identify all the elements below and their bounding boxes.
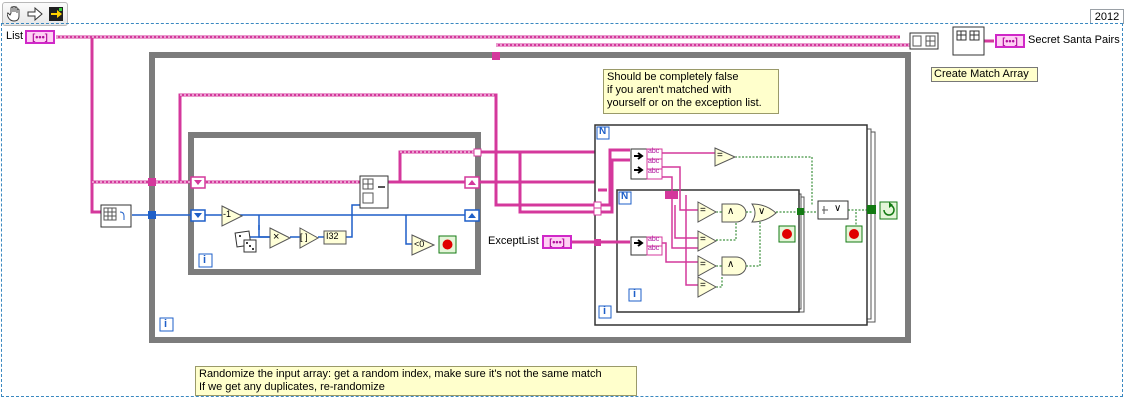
to-i32-node bbox=[323, 230, 347, 245]
outer-iteration-terminal bbox=[159, 317, 174, 332]
for-iteration-terminal-outer bbox=[598, 305, 612, 319]
or-label: ∨ bbox=[758, 206, 766, 217]
for-tunnel-2 bbox=[593, 207, 602, 216]
and-1-label: ∧ bbox=[727, 206, 735, 217]
or-array-elements-node bbox=[817, 200, 849, 220]
secret-santa-pairs-label: Secret Santa Pairs bbox=[1028, 34, 1120, 46]
for-iteration-label-outer: i bbox=[603, 305, 607, 317]
match-check-comment-line1: Should be completely false bbox=[607, 71, 739, 83]
round-label: [ ] bbox=[300, 232, 308, 242]
except-list-label: ExceptList bbox=[488, 235, 539, 247]
for-iteration-label-inner: i bbox=[633, 288, 637, 300]
outer-while-loop bbox=[149, 52, 911, 343]
multiply-node bbox=[269, 227, 292, 249]
equal-4-label: = bbox=[700, 280, 706, 291]
inner-out-tunnel bbox=[473, 148, 482, 157]
equal-node-1 bbox=[697, 201, 718, 223]
multiply-label: × bbox=[273, 231, 280, 243]
string-label-2: abc bbox=[648, 158, 660, 165]
inner-iteration-label: i bbox=[203, 254, 207, 266]
list-label: List bbox=[6, 30, 24, 42]
match-check-comment-line2: if you aren't matched with bbox=[607, 84, 732, 96]
secret-santa-pairs-terminal[interactable]: [•••] bbox=[995, 34, 1025, 48]
search-array-node bbox=[359, 175, 389, 209]
inner-for-tunnel bbox=[665, 191, 678, 199]
shift-register-left-string bbox=[190, 176, 206, 189]
equal-node-top bbox=[714, 147, 737, 167]
inner-while-loop bbox=[188, 132, 481, 275]
match-check-comment: Should be completely false if you aren't… bbox=[603, 69, 779, 114]
shift-register-right-num bbox=[464, 209, 480, 222]
equal-node-3 bbox=[697, 255, 718, 277]
equal-top-label: = bbox=[717, 150, 723, 161]
outer-for-bool-tunnel bbox=[867, 205, 876, 214]
randomize-comment-line1: Randomize the input array: get a random … bbox=[199, 368, 602, 380]
shift-register-right-string bbox=[464, 176, 480, 189]
string-label-1: abc bbox=[648, 148, 660, 155]
equal-2-label: = bbox=[700, 234, 706, 245]
equal-node-2 bbox=[697, 230, 718, 252]
for-count-terminal-outer bbox=[596, 126, 610, 140]
or-node bbox=[751, 203, 777, 223]
inner-iteration-terminal bbox=[198, 253, 213, 268]
outer-list-tunnel bbox=[492, 52, 500, 60]
and-node-2 bbox=[721, 256, 747, 276]
less-than-zero-label: <0 bbox=[414, 239, 425, 249]
to-i32-label: I32 bbox=[326, 231, 339, 241]
for-iteration-terminal-inner bbox=[628, 288, 642, 302]
equal-3-label: = bbox=[700, 259, 706, 270]
outer-for-stop-icon[interactable] bbox=[845, 225, 863, 243]
inner-for-bool-tunnel bbox=[797, 208, 804, 215]
decrement-node bbox=[221, 205, 244, 227]
block-diagram-frame bbox=[1, 23, 1123, 397]
for-count-label-inner: N bbox=[621, 191, 629, 202]
shift-register-left-num bbox=[190, 209, 206, 222]
outer-loop-condition-icon[interactable] bbox=[879, 201, 898, 220]
diagram-label-year: 2012 bbox=[1090, 9, 1124, 24]
randomize-comment-line2: If we get any duplicates, re-randomize bbox=[199, 381, 385, 393]
hand-icon[interactable] bbox=[5, 5, 23, 23]
arrow-right-icon[interactable] bbox=[26, 5, 44, 23]
numeric-wires bbox=[132, 204, 470, 245]
index-tunnel bbox=[148, 211, 156, 219]
for-count-terminal-inner bbox=[618, 191, 632, 205]
except-list-terminal[interactable]: [•••] bbox=[542, 235, 572, 249]
less-than-zero-node bbox=[411, 234, 436, 256]
round-node bbox=[299, 227, 320, 249]
list-tunnel bbox=[148, 178, 156, 186]
inner-for-stop-icon[interactable] bbox=[778, 225, 796, 243]
or-array-label: ∨ bbox=[834, 203, 842, 214]
index-array-node-except bbox=[630, 236, 663, 256]
list-terminal[interactable]: [•••] bbox=[25, 30, 55, 44]
string-label-3: abc bbox=[648, 168, 660, 175]
equal-1-label: = bbox=[700, 205, 706, 216]
and-node-1 bbox=[721, 203, 747, 223]
decrement-label: -1 bbox=[223, 209, 232, 219]
equal-node-4 bbox=[697, 276, 718, 298]
outer-iteration-label: i bbox=[164, 318, 168, 330]
dice-icon bbox=[234, 230, 257, 253]
build-array-node bbox=[909, 32, 939, 50]
array-size-node bbox=[100, 204, 132, 228]
for-tunnel-except bbox=[594, 239, 601, 246]
and-2-label: ∧ bbox=[727, 259, 735, 270]
string-label-5: abc bbox=[648, 245, 660, 252]
string-label-4: abc bbox=[648, 236, 660, 243]
inner-stop-condition-icon[interactable] bbox=[438, 235, 457, 254]
match-check-comment-line3: yourself or on the exception list. bbox=[607, 97, 762, 109]
index-array-node-top bbox=[630, 148, 663, 180]
highlight-icon[interactable] bbox=[47, 5, 65, 23]
create-match-array-subvi[interactable] bbox=[952, 26, 985, 56]
randomize-comment: Randomize the input array: get a random … bbox=[195, 366, 637, 396]
debug-toolbar bbox=[2, 2, 68, 26]
for-count-label-outer: N bbox=[599, 126, 607, 137]
create-match-array-caption: Create Match Array bbox=[931, 67, 1038, 82]
